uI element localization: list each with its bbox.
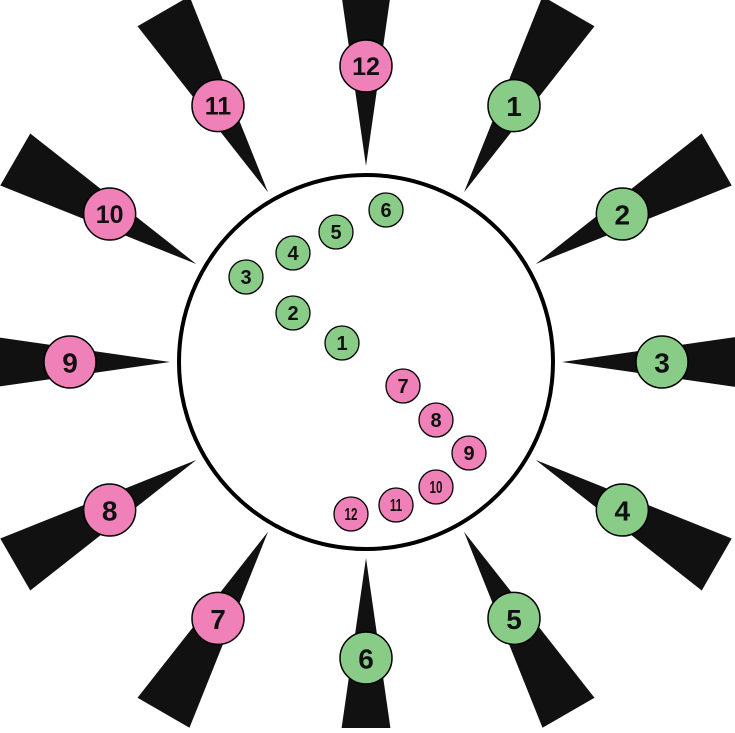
inner-marker-label: 4: [287, 243, 299, 265]
outer-marker-4: 4: [595, 483, 650, 537]
inner-marker-label: 10: [430, 479, 443, 498]
inner-marker-disk: [228, 259, 264, 295]
inner-marker-disk: [418, 402, 454, 438]
inner-marker-1: 1: [324, 325, 360, 361]
outer-marker-label: 3: [654, 348, 670, 379]
inner-marker-8: 8: [418, 402, 454, 438]
outer-marker-label: 7: [210, 604, 226, 635]
outer-marker-2: 2: [595, 187, 650, 241]
outer-marker-label: 2: [615, 200, 631, 231]
outer-marker-disk: [635, 335, 689, 389]
outer-marker-5: 5: [487, 591, 541, 646]
outer-marker-disk: [595, 187, 650, 241]
outer-marker-label: 10: [96, 201, 124, 229]
outer-marker-12: 12: [339, 39, 393, 93]
inner-marker-label: 5: [330, 222, 341, 244]
inner-marker-label: 7: [397, 376, 408, 398]
outer-marker-label: 8: [102, 496, 118, 527]
outer-marker-disk: [191, 591, 245, 646]
inner-marker-5: 5: [318, 214, 354, 250]
outer-marker-disk: [82, 187, 137, 241]
inner-marker-6: 6: [368, 192, 404, 228]
inner-marker-disk: [275, 295, 311, 331]
inner-marker-label: 9: [463, 443, 474, 465]
outer-marker-disk: [339, 631, 393, 685]
outer-marker-8: 8: [82, 483, 137, 537]
outer-marker-9: 9: [43, 335, 97, 389]
dial-circle: [177, 173, 555, 551]
inner-marker-11: 11: [378, 487, 414, 523]
inner-marker-disk: [451, 435, 487, 471]
inner-marker-label: 8: [430, 410, 441, 432]
inner-marker-disk: [275, 235, 311, 271]
inner-marker-12: 12: [333, 496, 369, 532]
inner-marker-7: 7: [385, 368, 421, 404]
outer-marker-label: 11: [205, 93, 232, 121]
inner-marker-9: 9: [451, 435, 487, 471]
outer-marker-label: 9: [62, 348, 78, 379]
inner-marker-disk: [385, 368, 421, 404]
inner-marker-label: 3: [240, 267, 251, 289]
outer-marker-label: 5: [506, 604, 522, 635]
inner-marker-disk: [333, 496, 369, 532]
inner-marker-3: 3: [228, 259, 264, 295]
inner-marker-disk: [418, 469, 454, 505]
inner-marker-label: 1: [336, 333, 347, 355]
inner-marker-2: 2: [275, 295, 311, 331]
inner-marker-disk: [378, 487, 414, 523]
outer-marker-3: 3: [635, 335, 689, 389]
outer-marker-disk: [82, 483, 137, 537]
outer-marker-label: 6: [358, 644, 374, 675]
inner-marker-10: 10: [418, 469, 454, 505]
inner-marker-label: 12: [345, 506, 358, 525]
outer-marker-1: 1: [487, 78, 541, 133]
inner-marker-label: 2: [287, 303, 298, 325]
outer-marker-6: 6: [339, 631, 393, 685]
inner-marker-label: 6: [380, 200, 391, 222]
outer-marker-disk: [595, 483, 650, 537]
outer-marker-label: 1: [506, 91, 522, 122]
outer-marker-disk: [191, 78, 245, 133]
inner-marker-label: 11: [390, 497, 402, 516]
outer-marker-label: 12: [352, 53, 380, 81]
inner-marker-disk: [368, 192, 404, 228]
outer-marker-disk: [487, 78, 541, 133]
inner-marker-disk: [324, 325, 360, 361]
outer-marker-disk: [339, 39, 393, 93]
outer-marker-10: 10: [82, 187, 137, 241]
inner-marker-4: 4: [275, 235, 311, 271]
outer-marker-label: 4: [615, 496, 631, 527]
outer-marker-disk: [43, 335, 97, 389]
outer-marker-11: 11: [191, 78, 245, 133]
inner-marker-disk: [318, 214, 354, 250]
outer-marker-disk: [487, 591, 541, 646]
outer-marker-7: 7: [191, 591, 245, 646]
